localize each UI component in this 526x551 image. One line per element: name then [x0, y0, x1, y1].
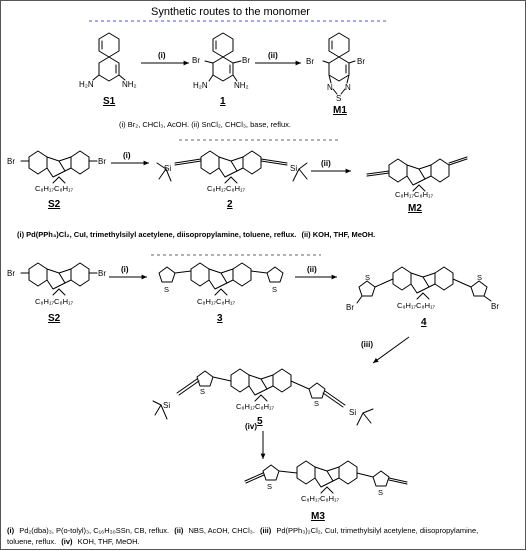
c4-s-right: S — [477, 273, 482, 282]
compound-4 — [356, 266, 492, 304]
m3-alkyl: C₈H₁₇C₈H₁₇ — [301, 494, 340, 503]
route2-conditions-ii: (ii) KOH, THF, MeOH. — [301, 230, 375, 239]
compound-label-1: 1 — [220, 96, 226, 107]
compound-label-s1: S1 — [103, 96, 116, 107]
route2-conditions-i: (i) Pd(PPh₃)Cl₂, CuI, trimethylsilyl ace… — [17, 230, 296, 239]
c2-alkyl: C₈H₁₇C₈H₁₇ — [207, 184, 246, 193]
cond-tag-ii: (ii) — [174, 526, 184, 535]
compound-s1 — [92, 32, 126, 82]
m3-s-left: S — [267, 482, 272, 491]
route2-conditions: (i) Pd(PPh₃)Cl₂, CuI, trimethylsilyl ace… — [17, 230, 375, 239]
step-label-r3-iii: (iii) — [361, 340, 373, 349]
s2-r3-alkyl: C₈H₁₇C₈H₁₇ — [35, 297, 74, 306]
compound-1 — [204, 32, 242, 82]
c4-br-left: Br — [346, 303, 354, 312]
step-label-r1-i: (i) — [158, 51, 166, 60]
compound-5 — [152, 368, 374, 426]
c5-s-right: S — [314, 399, 319, 408]
route3-conditions-line1: (i) Pd₂(dba)₃, P(o-tolyl)₃, C₁₆H₃₀SSn, C… — [7, 526, 478, 535]
s2-r3-br-right: Br — [98, 269, 106, 278]
compound-s2-route3 — [20, 262, 98, 296]
compound-label-s2-route3: S2 — [48, 313, 61, 324]
c3-s-right: S — [272, 285, 277, 294]
s2-r3-br-left: Br — [7, 269, 15, 278]
cond-text-i: Pd₂(dba)₃, P(o-tolyl)₃, C₁₆H₃₀SSn, CB, r… — [19, 526, 169, 535]
m1-br-right: Br — [357, 57, 365, 66]
compound-label-5: 5 — [257, 416, 263, 427]
cond-text-toluene: toluene, reflux. — [7, 537, 56, 546]
compound-label-s2-route2: S2 — [48, 199, 61, 210]
step-label-r3-ii: (ii) — [307, 265, 317, 274]
c4-br-right: Br — [491, 302, 499, 311]
compound-2 — [156, 150, 308, 184]
m1-n-left: N — [327, 83, 333, 92]
arrow-route3-step3 — [372, 336, 410, 364]
c5-si-right: Si — [349, 408, 356, 417]
c1-br-right: Br — [242, 56, 250, 65]
c2-si-left: Si — [164, 164, 171, 173]
s2-r2-alkyl: C₈H₁₇C₈H₁₇ — [35, 184, 74, 193]
compound-3 — [158, 262, 284, 296]
step-label-r1-ii: (ii) — [268, 51, 278, 60]
compound-label-m1: M1 — [333, 105, 347, 116]
c3-s-left: S — [164, 285, 169, 294]
s2-r2-br-left: Br — [7, 157, 15, 166]
c1-nh2-label: NH₂ — [234, 81, 249, 90]
step-label-r3-iv: (iv) — [245, 422, 257, 431]
compound-label-3: 3 — [217, 313, 223, 324]
compound-label-2: 2 — [227, 199, 233, 210]
c4-alkyl: C₈H₁₇C₈H₁₇ — [397, 301, 436, 310]
route3-conditions-line2: toluene, reflux. (iv) KOH, THF, MeOH. — [7, 537, 140, 546]
m1-n-right: N — [345, 83, 351, 92]
compound-label-m2: M2 — [408, 203, 422, 214]
m3-s-right: S — [378, 488, 383, 497]
scheme-title: Synthetic routes to the monomer — [151, 6, 310, 18]
compound-m2 — [366, 156, 468, 192]
step-label-r2-i: (i) — [123, 151, 131, 160]
cond-tag-i: (i) — [7, 526, 15, 535]
cond-tag-iii: (iii) — [260, 526, 272, 535]
c4-s-left: S — [365, 273, 370, 282]
compound-label-4: 4 — [421, 317, 427, 328]
compound-m1 — [322, 32, 356, 95]
compound-s2-route2 — [20, 150, 98, 184]
s1-h2n-label: H₂N — [79, 80, 94, 89]
c1-br-left: Br — [192, 56, 200, 65]
c3-alkyl: C₈H₁₇C₈H₁₇ — [197, 297, 236, 306]
route1-conditions: (i) Br₂, CHCl₃, AcOH. (ii) SnCl₂, CHCl₃,… — [119, 120, 291, 129]
c2-si-right: Si — [290, 164, 297, 173]
step-label-r3-i: (i) — [121, 265, 129, 274]
compound-m3 — [244, 460, 408, 494]
m1-s-atom: S — [336, 94, 341, 103]
cond-tag-iv: (iv) — [61, 537, 73, 546]
c5-alkyl: C₈H₁₇C₈H₁₇ — [236, 402, 275, 411]
cond-text-ii: NBS, AcOH, CHCl₃. — [189, 526, 255, 535]
m2-alkyl: C₈H₁₇C₈H₁₇ — [395, 190, 434, 199]
c5-si-left: Si — [163, 401, 170, 410]
step-label-r2-ii: (ii) — [321, 159, 331, 168]
compound-label-m3: M3 — [311, 511, 325, 522]
cond-text-iv: KOH, THF, MeOH. — [78, 537, 140, 546]
s2-r2-br-right: Br — [98, 157, 106, 166]
c1-h2n-label: H₂N — [193, 81, 208, 90]
s1-nh2-label: NH₂ — [122, 80, 137, 89]
m1-br-left: Br — [306, 57, 314, 66]
c5-s-left: S — [200, 387, 205, 396]
cond-text-iii: Pd(PPh₃)₂Cl₂, CuI, trimethylsilyl acetyl… — [276, 526, 478, 535]
